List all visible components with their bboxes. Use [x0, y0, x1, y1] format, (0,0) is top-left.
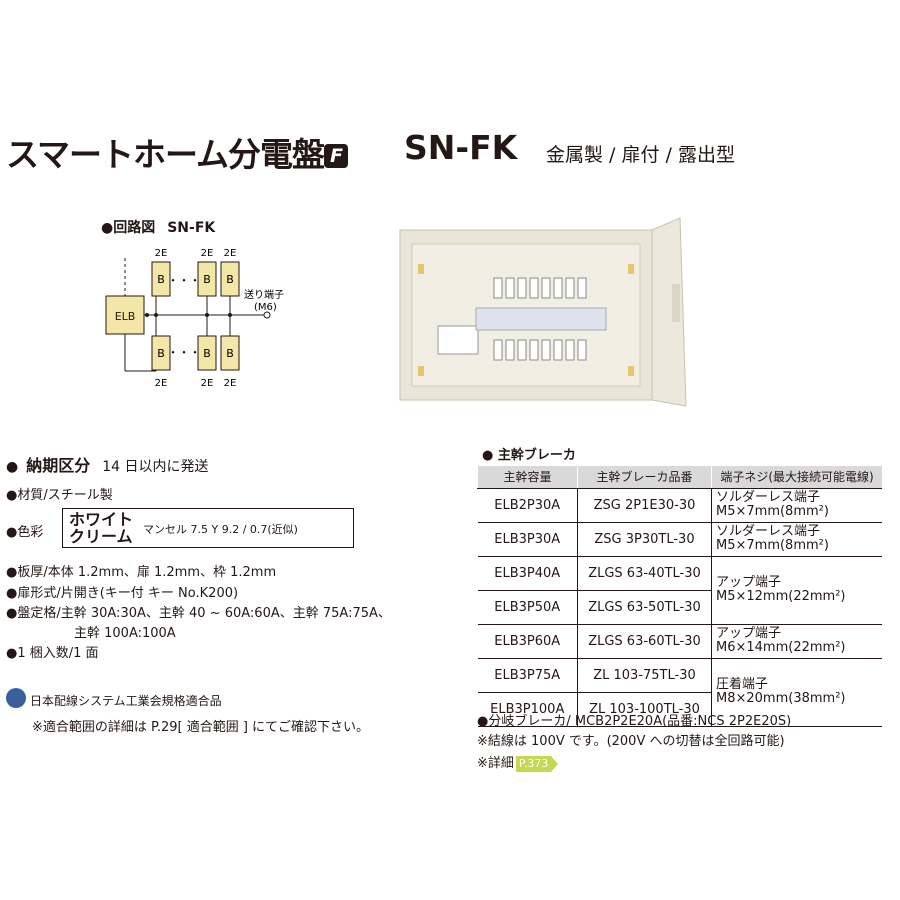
breaker-label: B: [226, 347, 234, 360]
breaker-label: B: [157, 347, 165, 360]
spec-material: ●材質/スチール製: [6, 488, 113, 503]
footnote-wiring: ※結線は 100V です。(200V への切替は全回路可能): [477, 734, 785, 749]
cell-capacity: ELB3P75A: [477, 658, 578, 693]
detail-label: ※詳細: [477, 756, 514, 771]
pole-label: 2E: [155, 378, 168, 389]
terminal-size: M5×7mm(8mm²): [716, 504, 829, 519]
table-header-row: 主幹容量 主幹ブレーカ品番 端子ネジ(最大接続可能電線): [477, 466, 882, 489]
cell-part: ZLGS 63-50TL-30: [577, 590, 712, 625]
pole-label: 2E: [224, 248, 237, 259]
product-photo: [399, 217, 687, 407]
jwds-cert-icon: [6, 688, 26, 708]
color-box: ホワイト クリーム マンセル 7.5 Y 9.2 / 0.7(近似): [62, 508, 354, 548]
circuit-model: SN-FK: [167, 220, 216, 236]
cell-capacity: ELB3P60A: [477, 624, 578, 659]
footnote-branch: ●分岐ブレーカ/ MCB2P2E20A(品番:NCS 2P2E20S): [477, 714, 792, 729]
delivery-section: ● 納期区分 14 日以内に発送: [6, 452, 209, 476]
terminal-label: 送り端子: [244, 288, 284, 301]
model-number: SN-FK: [404, 128, 518, 167]
cell-capacity: ELB3P30A: [477, 522, 578, 557]
cell-capacity: ELB3P50A: [477, 590, 578, 625]
spec-rating-cont: 主幹 100A:100A: [74, 626, 176, 641]
spec-thickness: ●板厚/本体 1.2mm、扉 1.2mm、枠 1.2mm: [6, 565, 277, 580]
cert-note: ※適合範囲の詳細は P.29[ 適合範囲 ] にてご確認下さい。: [32, 720, 370, 735]
cell-part: ZLGS 63-40TL-30: [577, 556, 712, 591]
breaker-label: B: [226, 273, 234, 286]
spec-door: ●扉形式/片開き(キー付 キー No.K200): [6, 586, 239, 601]
cell-part: ZL 103-100TL-30: [577, 692, 712, 727]
cert-text: 日本配線システム工業会規格適合品: [30, 694, 222, 708]
table-row: ELB3P50A ZLGS 63-50TL-30: [477, 590, 883, 625]
breaker-heading: ● 主幹ブレーカ: [482, 448, 576, 463]
terminal-size: (M6): [254, 302, 277, 313]
color-name-1: ホワイト: [69, 510, 134, 529]
elb-label: ELB: [115, 310, 136, 323]
delivery-value: 14 日以内に発送: [102, 459, 209, 475]
breaker-block: [220, 261, 240, 297]
table-row: ELB3P100A ZL 103-100TL-30: [477, 692, 883, 727]
circuit-label-text: ●回路図: [101, 220, 156, 236]
cell-part: ZSG 2P1E30-30: [577, 488, 712, 523]
breaker-block: [151, 261, 171, 297]
circuit-diagram-label: ●回路図 SN-FK: [101, 217, 215, 237]
dots: ・・・: [168, 346, 201, 359]
cell-capacity: ELB3P100A: [477, 692, 578, 727]
pole-label: 2E: [201, 248, 214, 259]
terminal-type: アップ端子: [716, 626, 782, 641]
terminal-type: ソルダーレス端子: [716, 524, 821, 539]
circuit-diagram: ELB B B B ・・・ 2E 2E 2E B B B ・・・ 2E 2E 2…: [105, 248, 284, 389]
pole-label: 2E: [155, 248, 168, 259]
dots: ・・・: [168, 274, 201, 287]
terminal-type: アップ端子: [716, 575, 782, 590]
terminal-size: M5×12mm(22mm²): [716, 589, 846, 604]
pole-label: 2E: [201, 378, 214, 389]
title-text: スマートホーム分電盤: [6, 135, 325, 174]
pole-label: 2E: [224, 378, 237, 389]
breaker-block: [151, 335, 171, 371]
terminal-size: M8×20mm(38mm²): [716, 691, 846, 706]
breaker-label: B: [157, 273, 165, 286]
cell-capacity: ELB2P30A: [477, 488, 578, 523]
cell-part: ZLGS 63-60TL-30: [577, 624, 712, 659]
spec-quantity: ●1 梱入数/1 面: [6, 646, 99, 661]
color-name-2: クリーム: [69, 527, 133, 546]
delivery-label: 納期区分: [26, 456, 91, 475]
cell-part: ZSG 3P30TL-30: [577, 522, 712, 557]
bullet-icon: ●: [6, 459, 19, 475]
cell-part: ZL 103-75TL-30: [577, 658, 712, 693]
color-name: ホワイト クリーム: [69, 511, 133, 545]
spec-rating: ●盤定格/主幹 30A:30A、主幹 40 ~ 60A:60A、主幹 75A:7…: [6, 606, 391, 621]
column-header: 主幹ブレーカ品番: [577, 466, 712, 489]
spec-color-label: ●色彩: [6, 525, 44, 540]
breaker-label: B: [203, 347, 211, 360]
f-star-badge-icon: F: [324, 144, 349, 168]
terminal-type: ソルダーレス端子: [716, 490, 821, 505]
column-header: 端子ネジ(最大接続可能電線): [711, 466, 882, 489]
color-munsell: マンセル 7.5 Y 9.2 / 0.7(近似): [143, 523, 298, 536]
page-reference-link[interactable]: P.373: [515, 756, 559, 772]
terminal-size: M5×7mm(8mm²): [716, 538, 829, 553]
breaker-block: [220, 335, 240, 371]
breaker-block: [197, 335, 217, 371]
breaker-block: [197, 261, 217, 297]
terminal-size: M6×14mm(22mm²): [716, 640, 846, 655]
cell-capacity: ELB3P40A: [477, 556, 578, 591]
product-subtitle: 金属製 / 扉付 / 露出型: [546, 144, 735, 166]
breaker-label: B: [203, 273, 211, 286]
column-header: 主幹容量: [477, 466, 578, 489]
terminal-type: 圧着端子: [716, 677, 769, 692]
breaker-table: 主幹容量 主幹ブレーカ品番 端子ネジ(最大接続可能電線) ELB2P30A ZS…: [477, 466, 882, 727]
